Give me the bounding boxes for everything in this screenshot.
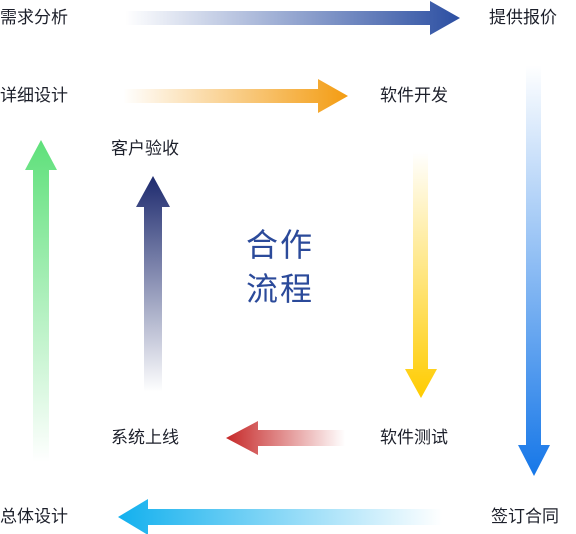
arrow-shangxian-to-yanshou: [136, 176, 170, 392]
arrow-xiangxi-to-kaifa: [123, 79, 348, 113]
step-baojia: 提供报价: [489, 8, 557, 28]
step-zongti: 总体设计: [0, 507, 68, 527]
step-yanshou: 客户验收: [111, 139, 179, 159]
center-title: 合作 流程: [246, 223, 336, 311]
step-shangxian: 系统上线: [111, 428, 179, 448]
step-kaifa: 软件开发: [380, 86, 448, 106]
step-xiangxi: 详细设计: [0, 86, 68, 106]
step-ceshi: 软件测试: [380, 428, 448, 448]
step-qianding: 签订合同: [491, 507, 559, 527]
arrow-qianding-to-zongti: [118, 499, 442, 534]
center-title-line-2: 流程: [246, 270, 315, 308]
arrow-xuqiu-to-baojia: [125, 1, 460, 35]
arrow-baojia-to-qianding: [518, 65, 550, 476]
arrow-zongti-to-xiangxi: [25, 140, 57, 462]
arrow-kaifa-to-ceshi: [405, 152, 437, 398]
arrow-ceshi-to-shangxian: [226, 421, 345, 455]
center-title-line-1: 合作: [246, 226, 315, 264]
step-xuqiu: 需求分析: [0, 8, 68, 28]
